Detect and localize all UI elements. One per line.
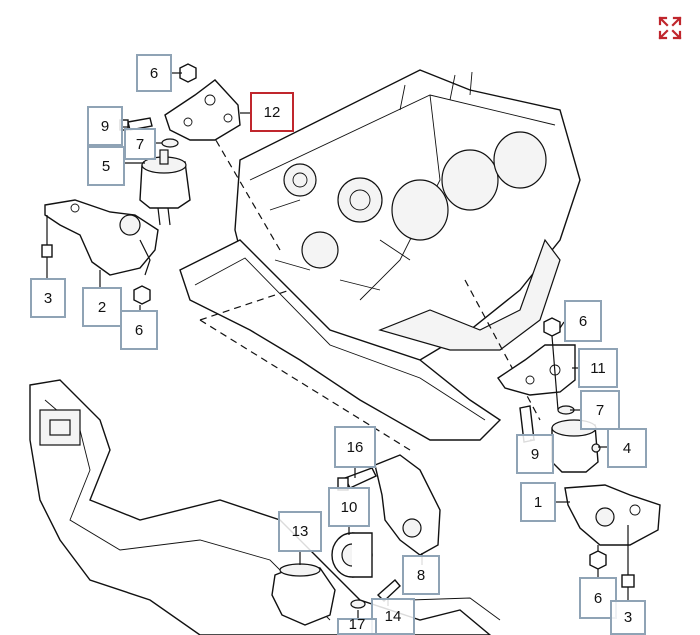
expand-arrows-icon xyxy=(658,16,682,40)
callout-17[interactable]: 17 xyxy=(337,616,377,635)
bolt-16 xyxy=(337,467,377,491)
callout-9-right[interactable]: 9 xyxy=(516,434,554,474)
callout-14[interactable]: 14 xyxy=(371,598,415,635)
callout-13[interactable]: 13 xyxy=(278,511,322,552)
callout-7-right[interactable]: 7 xyxy=(580,390,620,430)
bolt-9-left xyxy=(119,117,153,131)
callout-6-left[interactable]: 6 xyxy=(120,310,158,350)
callout-6-top[interactable]: 6 xyxy=(136,54,172,92)
right-engine-bracket xyxy=(497,344,576,396)
expand-fullscreen-button[interactable] xyxy=(656,14,684,42)
callout-12[interactable]: 12 xyxy=(250,92,294,132)
callout-3-left[interactable]: 3 xyxy=(30,278,66,318)
washer-17 xyxy=(350,599,366,609)
callout-5[interactable]: 5 xyxy=(87,146,125,186)
front-link-bracket xyxy=(374,454,441,556)
nut-right-6 xyxy=(543,317,561,411)
nut-bottom-6 xyxy=(589,550,607,570)
callout-11[interactable]: 11 xyxy=(578,348,618,388)
left-mount-bracket xyxy=(44,199,159,276)
nut-left-6 xyxy=(133,285,151,305)
callout-1[interactable]: 1 xyxy=(520,482,556,522)
callout-4[interactable]: 4 xyxy=(607,428,647,468)
nut-top-6 xyxy=(179,63,197,83)
callout-16[interactable]: 16 xyxy=(334,426,376,468)
callout-9-left[interactable]: 9 xyxy=(87,106,123,146)
bolt-left-3 xyxy=(41,215,53,258)
callout-10[interactable]: 10 xyxy=(328,487,370,527)
callout-8[interactable]: 8 xyxy=(402,555,440,595)
right-mount-bracket xyxy=(564,484,661,580)
oil-pan xyxy=(179,238,561,441)
transmission-mount-13 xyxy=(271,563,336,626)
subframe xyxy=(29,379,501,635)
rubber-bush-10 xyxy=(331,532,373,578)
callout-6-right[interactable]: 6 xyxy=(564,300,602,342)
washer-7-left xyxy=(161,138,179,148)
left-engine-mount xyxy=(139,149,191,226)
bolt-bottom-3 xyxy=(621,574,635,588)
left-engine-bracket xyxy=(164,79,241,141)
engine-block xyxy=(234,69,581,381)
callout-2[interactable]: 2 xyxy=(82,287,122,327)
callout-3-bottom[interactable]: 3 xyxy=(610,600,646,635)
callout-7-left[interactable]: 7 xyxy=(124,128,156,160)
